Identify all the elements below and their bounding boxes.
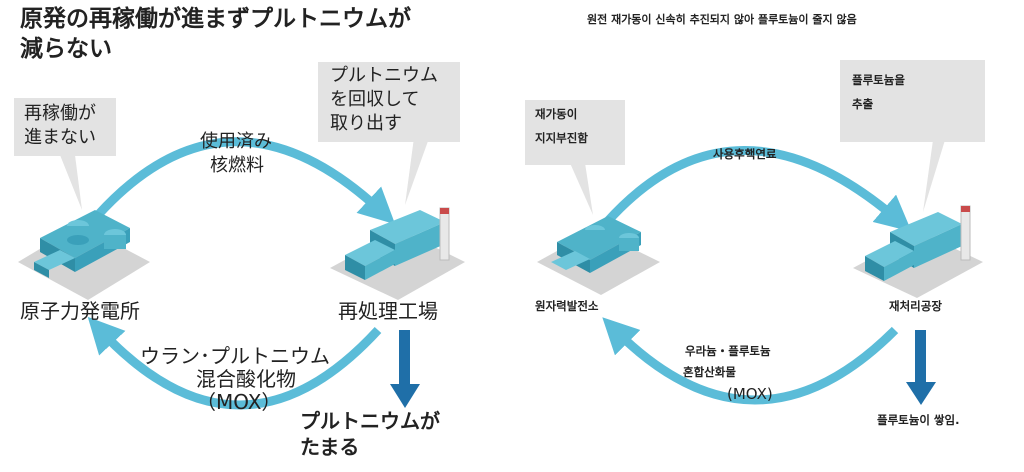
label-mox-3-ko: (MOX)	[727, 385, 773, 403]
nuclear-plant-icon	[537, 216, 660, 295]
arrow-spent-fuel-ko	[603, 146, 912, 232]
arrow-mox	[87, 316, 382, 410]
title-korean: 원전 재가동이 신속히 추진되지 않아 플루토늄이 줄지 않음	[587, 13, 857, 26]
label-mox-1-ko: 우라늄・플루토늄	[685, 344, 771, 358]
label-reprocessing-plant-ko: 재처리공장	[889, 299, 942, 313]
bubble-right-line-1: プルトニウム	[330, 65, 438, 86]
title-line-1: 原発の再稼働が進まずプルトニウムが	[20, 6, 411, 32]
arrow-accumulate-head-ko	[906, 382, 936, 405]
arrow-mox-ko	[602, 317, 899, 405]
label-nuclear-plant-ko: 원자력발전소	[535, 299, 599, 313]
label-accumulate-ko: 플루토늄이 쌓임.	[877, 413, 960, 427]
bubble-tail-right	[405, 130, 432, 205]
label-mox-1: ウラン･プルトニウム	[140, 344, 330, 368]
diagram-art-korean	[537, 140, 983, 405]
label-mox-2-ko: 혼합산화물	[683, 365, 736, 379]
bubble-right-line-3: 取り出す	[330, 113, 402, 134]
bubble-restart-delay-ko: 재가동이 지지부진함	[525, 100, 625, 165]
bubble-left-line-2-ko: 지지부진함	[535, 131, 588, 145]
arrow-accumulate-head	[390, 384, 420, 408]
bubble-left-line-2: 進まない	[24, 127, 96, 148]
nuclear-plant-icon	[18, 210, 150, 300]
bubble-left-line-1: 再稼働が	[24, 103, 96, 124]
label-reprocessing-plant: 再処理工場	[338, 299, 438, 323]
label-accumulate-2: たまる	[300, 435, 360, 459]
title-line-2: 減らない	[20, 36, 112, 62]
label-spent-fuel-ko: 사용후핵연료	[713, 147, 777, 161]
bubble-tail-left	[60, 155, 82, 210]
bubble-tail-right-ko	[923, 140, 945, 212]
bubble-right-line-1-ko: 플루토늄을	[852, 73, 905, 87]
bubble-tail-left-ko	[570, 163, 593, 215]
label-spent-fuel-2: 核燃料	[210, 155, 264, 176]
bubble-extract-plutonium: プルトニウム を回収して 取り出す	[318, 62, 460, 142]
bubble-restart-delay: 再稼働が 進まない	[14, 98, 116, 156]
reprocessing-plant-icon	[330, 207, 465, 300]
label-mox-2: 混合酸化物	[196, 367, 296, 391]
label-accumulate-1: プルトニウムが	[300, 409, 440, 433]
label-mox-3: （MOX）	[196, 390, 282, 414]
bubble-right-line-2: を回収して	[330, 89, 420, 110]
diagram-japanese: 原発の再稼働が進まずプルトニウムが 減らない 再稼働が 進まない プルトニウム …	[0, 0, 505, 472]
bubble-right-line-2-ko: 추출	[852, 97, 874, 111]
label-nuclear-plant: 原子力発電所	[20, 299, 140, 323]
diagram-korean: 원전 재가동이 신속히 추진되지 않아 플루토늄이 줄지 않음 재가동이 지지부…	[515, 0, 1024, 472]
arrow-spent-fuel	[94, 137, 396, 225]
bubble-extract-plutonium-ko: 플루토늄을 추출	[840, 60, 985, 142]
arrow-accumulate-shaft	[399, 330, 410, 386]
reprocessing-plant-icon	[853, 205, 983, 298]
diagram-art	[18, 130, 465, 410]
arrow-accumulate-shaft-ko	[915, 330, 926, 384]
bubble-left-line-1-ko: 재가동이	[535, 107, 578, 121]
label-spent-fuel-1: 使用済み	[200, 131, 272, 152]
